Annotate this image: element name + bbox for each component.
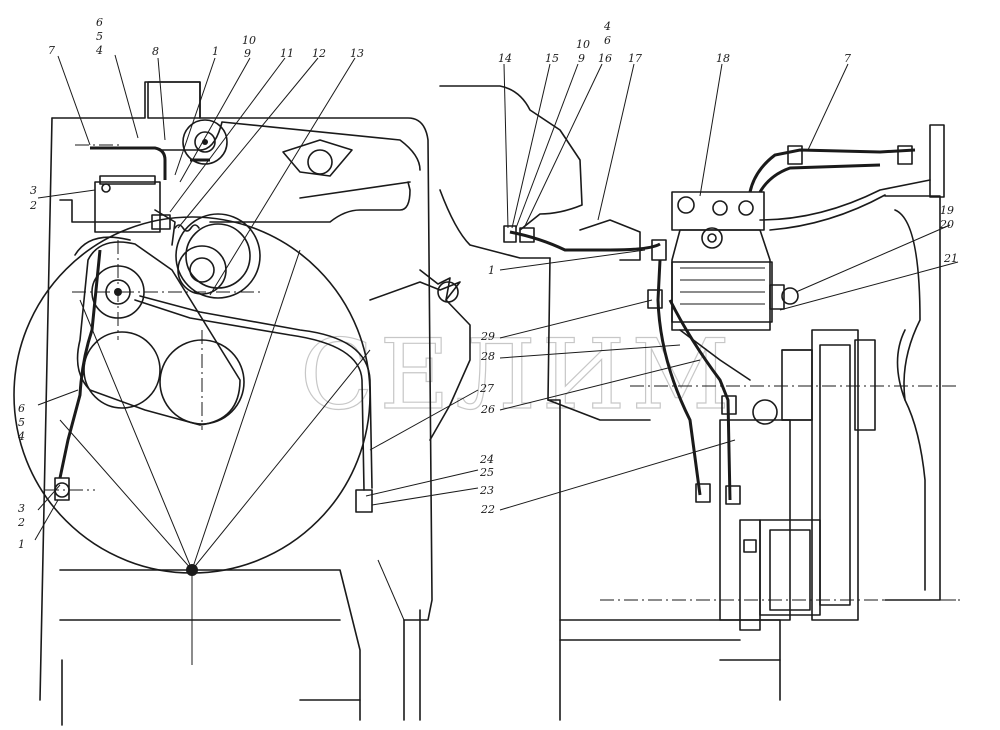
left-labels: 7 6 5 4 8 1 10 9 11 12 13 3 2 6 5 4 3 2 … xyxy=(17,16,494,551)
label-4-right: 4 xyxy=(603,20,611,33)
right-labels: 14 15 10 9 4 6 16 17 18 7 19 20 21 1 29 … xyxy=(480,20,958,516)
label-1-left: 1 xyxy=(212,45,219,58)
label-18-right: 18 xyxy=(716,52,730,65)
left-leaders xyxy=(34,54,479,541)
label-20-right: 20 xyxy=(939,218,954,231)
label-1b-left: 1 xyxy=(18,538,25,551)
right-view xyxy=(439,85,960,721)
label-3-left: 3 xyxy=(30,184,37,197)
label-21-right: 21 xyxy=(943,252,958,265)
label-11-left: 11 xyxy=(280,47,294,60)
label-8-left: 8 xyxy=(152,45,159,58)
label-10-left: 10 xyxy=(242,34,256,47)
label-23-left: 23 xyxy=(479,484,494,497)
label-4b-left: 4 xyxy=(17,430,25,443)
label-12-left: 12 xyxy=(312,47,326,60)
label-24-left: 24 xyxy=(479,453,494,466)
label-22-right: 22 xyxy=(480,503,495,516)
label-14-right: 14 xyxy=(498,52,512,65)
label-16-right: 16 xyxy=(598,52,612,65)
label-7-left: 7 xyxy=(48,44,55,57)
label-27-left: 27 xyxy=(479,382,494,395)
label-7-right: 7 xyxy=(844,52,851,65)
label-9-left: 9 xyxy=(244,47,251,60)
label-3b-left: 3 xyxy=(18,502,25,515)
label-2-left: 2 xyxy=(29,199,37,212)
label-19-right: 19 xyxy=(940,204,954,217)
right-leaders xyxy=(499,63,959,511)
label-13-left: 13 xyxy=(350,47,364,60)
label-25-left: 25 xyxy=(479,466,494,479)
label-1-right: 1 xyxy=(488,264,495,277)
label-6-left: 6 xyxy=(96,16,103,29)
label-5b-left: 5 xyxy=(18,416,25,429)
label-28-right: 28 xyxy=(480,350,495,363)
label-9-right: 9 xyxy=(578,52,585,65)
label-26-right: 26 xyxy=(480,403,495,416)
left-view xyxy=(13,81,471,726)
label-5-left: 5 xyxy=(96,30,103,43)
label-4-left: 4 xyxy=(95,44,103,57)
label-10-right: 10 xyxy=(576,38,590,51)
label-6-right: 6 xyxy=(604,34,611,47)
label-15-right: 15 xyxy=(545,52,559,65)
label-6b-left: 6 xyxy=(18,402,25,415)
label-17-right: 17 xyxy=(628,52,642,65)
label-29-right: 29 xyxy=(480,330,495,343)
label-2b-left: 2 xyxy=(17,516,25,529)
